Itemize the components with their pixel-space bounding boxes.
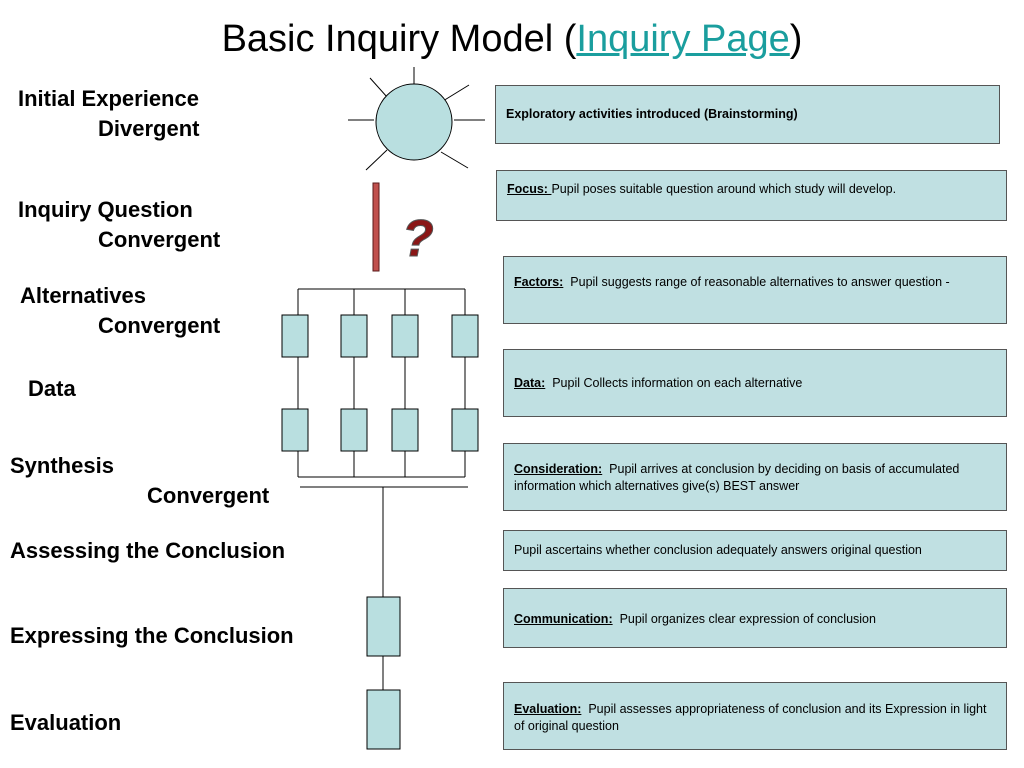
stage-label: Inquiry Question [18,197,193,222]
title-text: Basic Inquiry Model ( [221,18,577,60]
box-data: Data: Pupil Collects information on each… [503,349,1007,417]
question-mark: ? [402,210,434,268]
box-keyword: Focus: [507,182,552,196]
box-text: Pupil arrives at conclusion by deciding … [514,462,960,493]
box-text: Pupil Collects information on each alter… [552,375,803,390]
stage-sub: Divergent [98,116,200,141]
stage-label: Expressing the Conclusion [10,623,294,648]
data-box [340,408,368,452]
sun-icon [348,67,485,171]
data-box [451,408,479,452]
stage-assessing-conclusion: Assessing the Conclusion [10,536,285,566]
box-initial-experience: Exploratory activities introduced (Brain… [495,85,1000,144]
data-box [391,408,419,452]
question-icon: ? [372,182,434,272]
title-close: ) [789,18,803,60]
stage-label: Synthesis [10,453,114,478]
sun-circle [375,83,453,161]
alternative-box [391,314,419,358]
stage-sub: Convergent [98,227,221,252]
question-bar [372,182,380,272]
stage-inquiry-question: Inquiry Question Convergent [18,195,220,255]
box-keyword: Evaluation: [514,702,582,716]
stage-label: Evaluation [10,710,122,735]
expression-box [366,596,401,657]
box-text: Pupil ascertains whether conclusion adeq… [514,543,922,557]
box-communication: Communication: Pupil organizes clear exp… [503,588,1007,648]
box-keyword: Consideration: [514,462,603,476]
box-text: Pupil poses suitable question around whi… [551,182,897,196]
alternative-boxes [281,314,479,750]
box-evaluation: Evaluation: Pupil assesses appropriatene… [503,682,1007,750]
box-keyword: Data: [514,375,546,390]
stage-initial-experience: Initial Experience Divergent [18,84,199,144]
stage-sub: Convergent [147,483,270,508]
sun-ray [365,149,388,171]
alternative-box [451,314,479,358]
stage-expressing-conclusion: Expressing the Conclusion [10,621,294,651]
sun-ray [369,77,388,98]
page-title: Basic Inquiry Model (Inquiry Page) [0,18,1024,61]
stage-data: Data [28,374,76,404]
box-factors: Factors: Pupil suggests range of reasona… [503,256,1007,324]
sun-ray [440,151,469,169]
box-keyword: Communication: [514,612,613,626]
stage-label: Data [28,376,76,401]
box-text: Pupil assesses appropriateness of conclu… [514,702,987,733]
sun-ray [442,84,470,102]
stage-label: Initial Experience [18,86,199,111]
evaluation-box [366,689,401,750]
alternative-box [281,314,309,358]
box-focus: Focus: Pupil poses suitable question aro… [496,170,1007,221]
stage-alternatives: Alternatives Convergent [20,281,220,341]
stage-label: Assessing the Conclusion [10,538,286,563]
stage-label: Alternatives [20,283,146,308]
stage-synthesis: Synthesis Convergent [10,451,269,511]
data-box [281,408,309,452]
alternative-box [340,314,368,358]
inquiry-page-link[interactable]: Inquiry Page [576,18,790,60]
box-assessing: Pupil ascertains whether conclusion adeq… [503,530,1007,571]
box-text: Exploratory activities introduced (Brain… [506,107,798,121]
box-keyword: Factors: [514,275,564,289]
box-consideration: Consideration: Pupil arrives at conclusi… [503,443,1007,511]
stage-sub: Convergent [98,313,221,338]
box-text: Pupil organizes clear expression of conc… [619,612,876,626]
stage-evaluation: Evaluation [10,708,121,738]
box-text: Pupil suggests range of reasonable alter… [570,275,950,289]
